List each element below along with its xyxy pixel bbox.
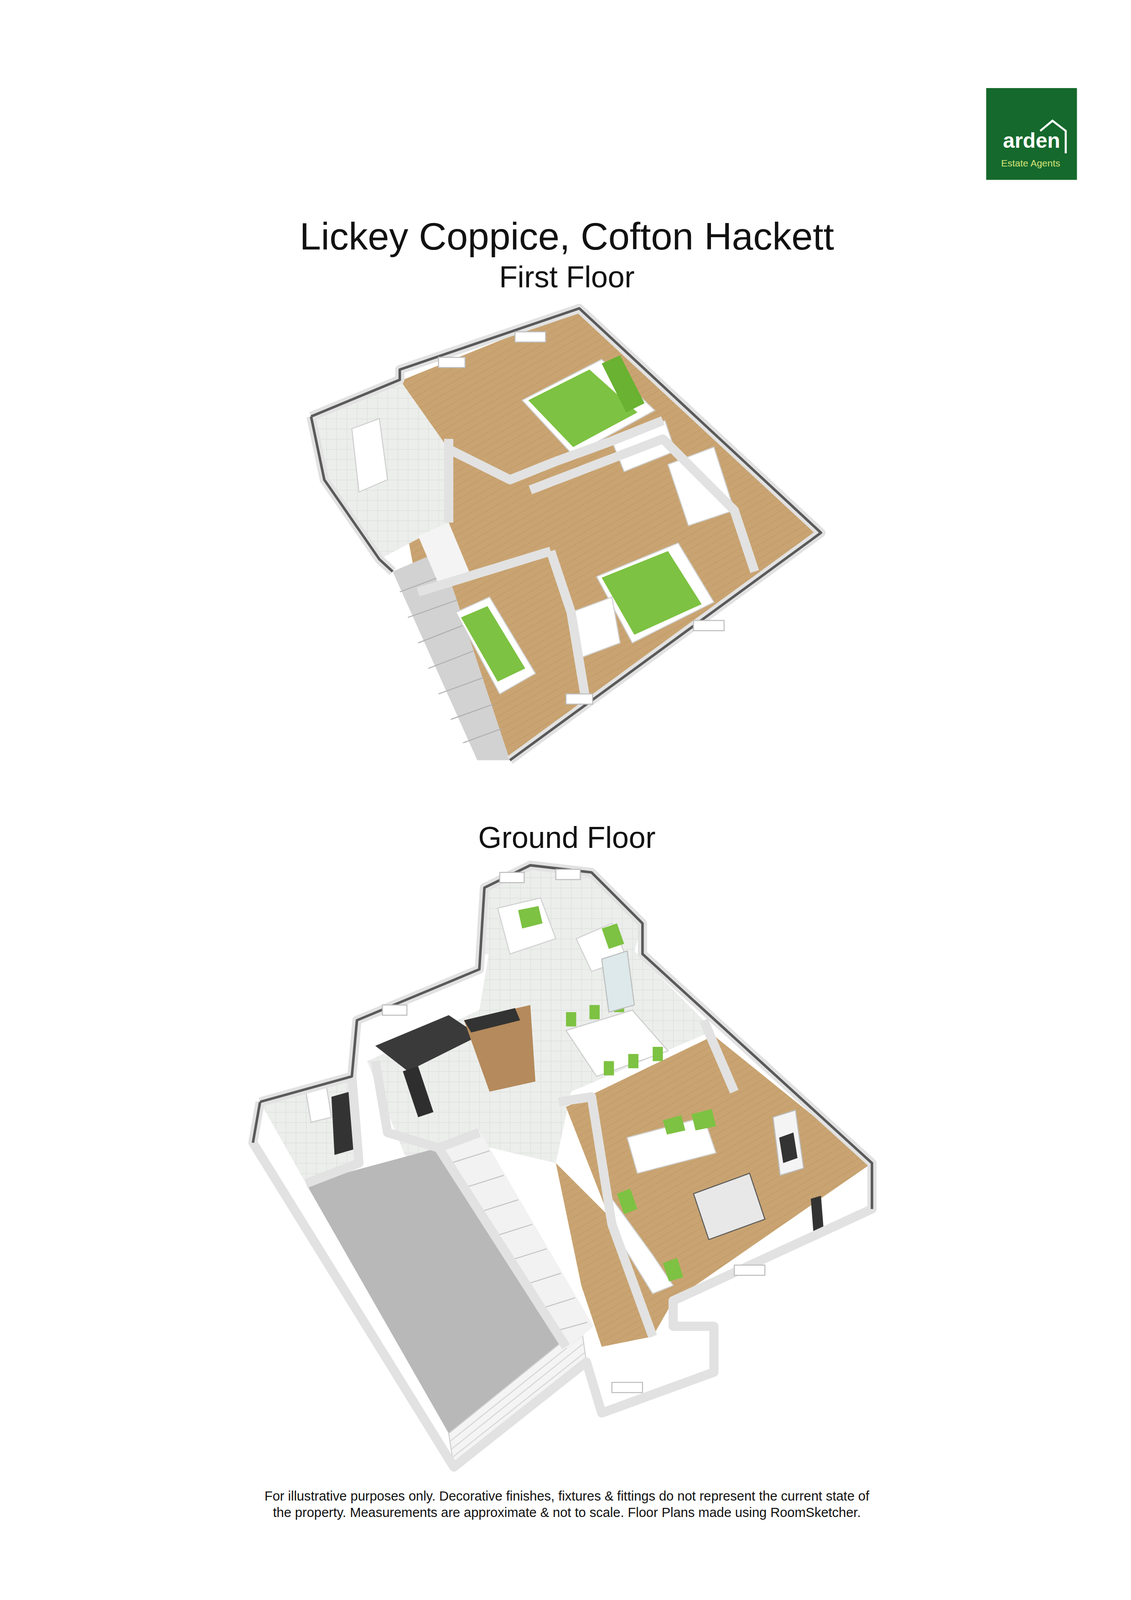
floor-heading: Ground Floor [478, 818, 656, 857]
first-floor [311, 308, 821, 761]
page-title: Lickey Coppice, Cofton Hackett [299, 212, 835, 261]
logo-word: arden [1002, 127, 1060, 155]
footer-disclaimer: For illustrative purposes only. Decorati… [261, 1487, 873, 1521]
logo-badge [985, 88, 1077, 180]
floor-heading: First Floor [499, 258, 635, 296]
logo-subtitle: Estate Agents [1001, 157, 1061, 170]
ground-floor [253, 865, 872, 1467]
